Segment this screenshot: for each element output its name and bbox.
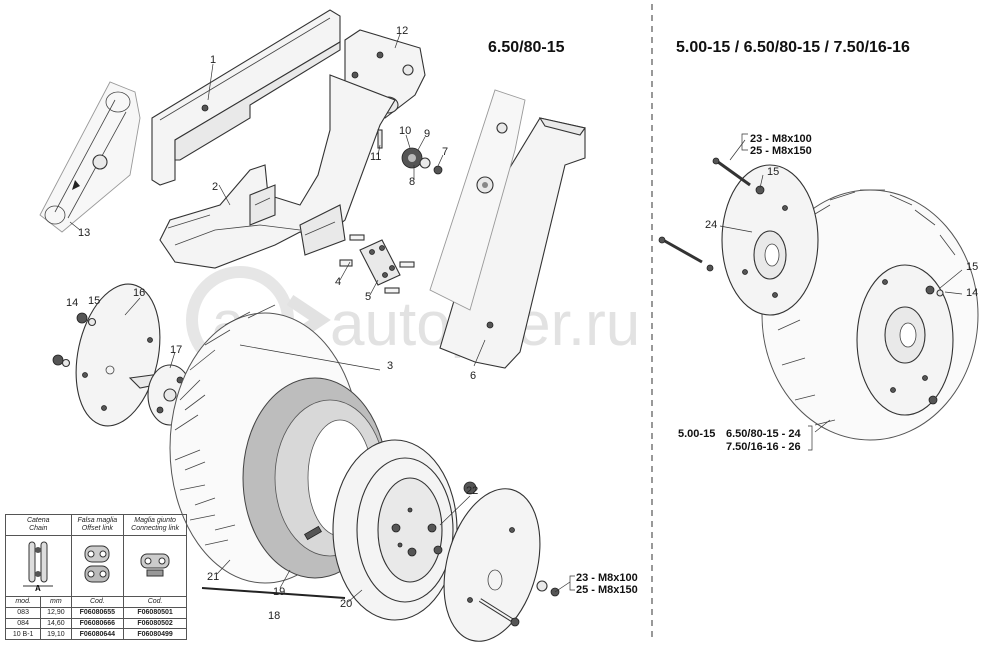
callout-18: 18 (268, 610, 280, 622)
header-connecting-link: Maglia giunto Connecting link (123, 513, 187, 537)
header-chain-en: Chain (29, 525, 48, 533)
disc-22 (443, 481, 541, 642)
sprocket-group (401, 147, 443, 175)
row-mod: 10 B-1 (4, 628, 42, 640)
bolt-specs-top: 23 - M8x100 25 - M8x150 (741, 133, 812, 157)
row-offset-code: F06080655 (70, 606, 125, 619)
callout-6: 6 (470, 370, 476, 382)
callout-11: 11 (370, 151, 381, 163)
long-bolts-lower (478, 580, 560, 627)
callout-14-right: 14 (966, 287, 978, 299)
row-offset-code: F06080644 (70, 628, 125, 640)
callout-22: 22 (466, 485, 478, 497)
table-row: 083 12,90 F06080655 F06080501 (4, 606, 187, 619)
row-connecting-code: F06080499 (123, 628, 187, 640)
header-chain: Catena Chain (5, 513, 72, 537)
subheader-cod-offset: Cod. (70, 596, 125, 608)
chain-reference-table: Catena Chain Falsa maglia Offset link Ma… (4, 513, 187, 640)
frame-1 (151, 9, 341, 186)
callout-4: 4 (335, 276, 341, 288)
offset-link-icon (84, 545, 110, 583)
callout-8: 8 (409, 176, 415, 188)
subheader-cod-connecting: Cod. (123, 596, 187, 608)
disc-spec-line-2: 7.50/16-16 - 26 (726, 441, 801, 453)
dimension-a-label: A (35, 584, 41, 592)
disc-spec-line-1: 6.50/80-15 - 24 (726, 428, 801, 440)
connecting-link-illustration (123, 535, 187, 598)
disc-spec: 5.00-15 6.50/80-15 - 24 7.50/16-16 - 26 (678, 425, 813, 453)
subheader-mm: mm (40, 596, 72, 608)
callout-7: 7 (442, 146, 448, 158)
chain-icon: A (23, 541, 54, 593)
leader-lines (69, 33, 963, 603)
callout-15: 15 (88, 295, 100, 307)
callout-19: 19 (273, 586, 285, 598)
bolt-spec-top-1: 23 - M8x100 (750, 133, 812, 145)
callout-3: 3 (387, 360, 393, 372)
table-row: 084 14,60 F06080666 F06080502 (4, 617, 187, 630)
row-offset-code: F06080666 (70, 617, 125, 630)
callout-13: 13 (78, 227, 90, 239)
header-falsa: Falsa maglia (77, 517, 118, 525)
subheader-mod: mod. (4, 596, 42, 608)
callout-15-right: 15 (767, 166, 779, 178)
title-left: 6.50/80-15 (488, 39, 565, 56)
callout-9: 9 (424, 128, 430, 140)
callout-24-right: 24 (705, 219, 717, 231)
pin-11 (377, 129, 383, 149)
callout-5: 5 (365, 291, 371, 303)
title-right: 5.00-15 / 6.50/80-15 / 7.50/16-16 (676, 39, 910, 56)
header-maglia: Maglia giunto (134, 517, 176, 525)
plate-5 (339, 234, 415, 294)
arm-2 (159, 74, 396, 269)
header-connecting: Connecting link (131, 525, 180, 533)
connecting-link-icon (140, 553, 170, 577)
row-mod: 084 (4, 617, 42, 630)
callout-21: 21 (207, 571, 219, 583)
callout-17: 17 (170, 344, 182, 356)
callout-10: 10 (399, 125, 411, 137)
right-disc-24 (706, 164, 819, 316)
row-mm: 19,10 (40, 628, 72, 640)
callout-12: 12 (396, 25, 408, 37)
disc-spec-size-a: 5.00-15 (678, 428, 715, 440)
row-mm: 12,90 (40, 606, 72, 619)
right-disc-outer (856, 264, 954, 416)
bolt-spec-bottom-2: 25 - M8x150 (576, 584, 638, 596)
bolt-spec-top-2: 25 - M8x150 (750, 145, 812, 157)
bolt-specs-bottom: 23 - M8x100 25 - M8x150 (569, 572, 638, 596)
rim-20 (332, 439, 458, 621)
offset-link-illustration (70, 535, 125, 598)
bolt-spec-bottom-1: 23 - M8x100 (576, 572, 638, 584)
header-offset: Offset link (81, 525, 113, 533)
callout-1: 1 (210, 54, 216, 66)
row-mod: 083 (4, 606, 42, 619)
header-catena: Catena (26, 517, 50, 525)
chain-guard-13 (39, 81, 141, 233)
header-offset-link: Falsa maglia Offset link (70, 513, 125, 537)
beam-6 (429, 89, 586, 369)
table-row: 10 B-1 19,10 F06080644 F06080499 (4, 628, 187, 640)
chain-illustration: A (5, 535, 72, 598)
row-connecting-code: F06080502 (123, 617, 187, 630)
row-mm: 14,60 (40, 617, 72, 630)
callout-15-right-2: 15 (966, 261, 978, 273)
dimension-line-18 (201, 587, 346, 599)
right-long-bolts (658, 157, 751, 264)
callout-16: 16 (133, 287, 145, 299)
callout-20: 20 (340, 598, 352, 610)
callout-14: 14 (66, 297, 78, 309)
hub-disc-16 (52, 283, 161, 427)
row-connecting-code: F06080501 (123, 606, 187, 619)
callout-2: 2 (212, 181, 218, 193)
